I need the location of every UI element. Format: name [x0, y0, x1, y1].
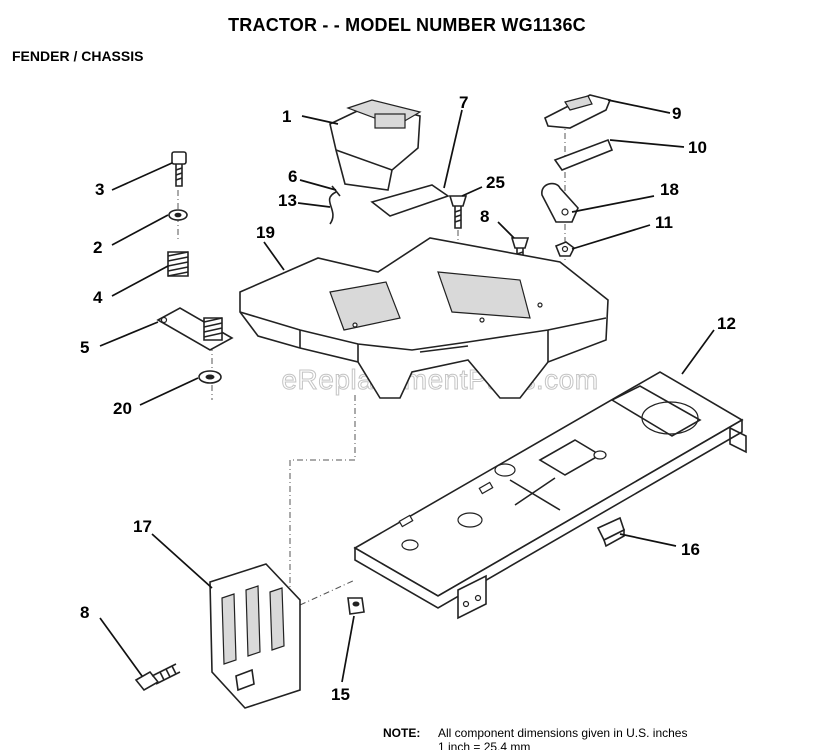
- part-12-chassis: [353, 371, 747, 620]
- part-13-wire: [328, 185, 341, 225]
- part-15-nut: [347, 597, 365, 615]
- part-11-nut: [554, 241, 576, 257]
- part-9-bracket: [544, 94, 612, 129]
- callout-5: 5: [80, 338, 89, 357]
- part-17-rear-plate: [209, 563, 301, 709]
- callout-16: 16: [681, 540, 700, 559]
- callout-6: 6: [288, 167, 297, 186]
- callout-8-upper: 8: [480, 207, 489, 226]
- part-1-receptacle: [329, 99, 422, 191]
- callout-4: 4: [93, 288, 103, 307]
- callout-2: 2: [93, 238, 102, 257]
- callout-9: 9: [672, 104, 681, 123]
- part-10-plate: [553, 138, 614, 171]
- part-4-spring: [167, 251, 189, 277]
- callout-11: 11: [655, 213, 673, 232]
- callout-3: 3: [95, 180, 104, 199]
- leader-lines: [99, 99, 715, 683]
- part-16-bracket: [596, 516, 625, 548]
- note-label: NOTE:: [383, 726, 420, 740]
- callout-19: 19: [256, 223, 275, 242]
- note-line-2: 1 inch = 25.4 mm: [438, 740, 530, 750]
- callout-15: 15: [331, 685, 350, 704]
- callouts: 1 2 3 4 5 6 7 8 8 9 10 11 12 13 15 16 17…: [80, 93, 736, 704]
- callout-25: 25: [486, 173, 505, 192]
- part-2-washer: [168, 209, 188, 221]
- callout-20: 20: [113, 399, 132, 418]
- section-title: FENDER / CHASSIS: [12, 48, 143, 64]
- diagram-title: TRACTOR - - MODEL NUMBER WG1136C: [228, 15, 586, 35]
- callout-1: 1: [282, 107, 291, 126]
- callout-12: 12: [717, 314, 736, 333]
- part-20-washer: [198, 370, 222, 384]
- part-19-fender: [239, 237, 609, 399]
- part-7-decal: [370, 184, 450, 217]
- callout-10: 10: [688, 138, 707, 157]
- part-3-bolt: [171, 151, 187, 187]
- callout-17: 17: [133, 517, 152, 536]
- callout-13: 13: [278, 191, 297, 210]
- callout-8-lower: 8: [80, 603, 89, 622]
- part-25-screw: [448, 195, 468, 229]
- note-line-1: All component dimensions given in U.S. i…: [438, 726, 687, 740]
- part-5-spring-plate: [156, 307, 234, 351]
- callout-7: 7: [459, 93, 468, 112]
- callout-18: 18: [660, 180, 679, 199]
- watermark: eReplacementParts.com: [281, 364, 598, 395]
- part-18-clamp: [541, 182, 579, 223]
- part-8-bolt-lower: [134, 663, 181, 692]
